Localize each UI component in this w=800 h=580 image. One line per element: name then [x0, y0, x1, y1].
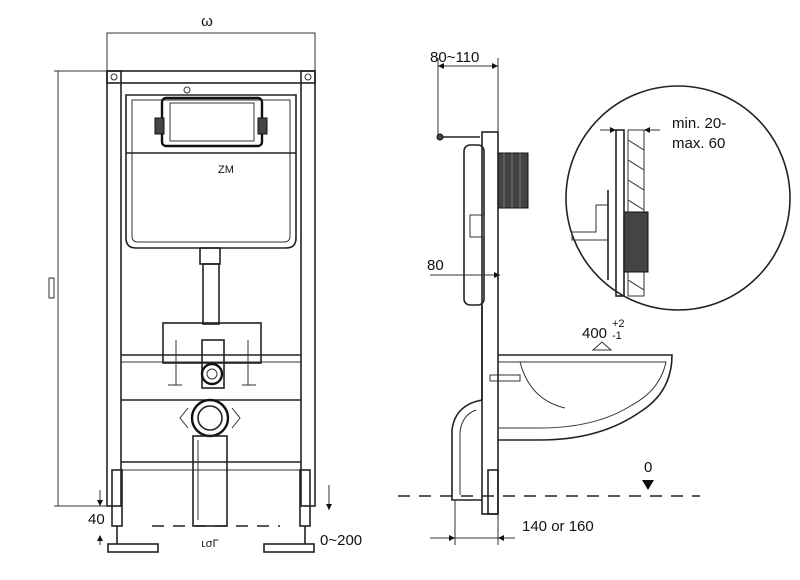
bottom-mark: ʟσΓ: [201, 538, 218, 550]
wall-depth-label: 80~110: [430, 49, 479, 66]
drain-tol-minus: -1: [612, 330, 622, 342]
detail-line2: max. 60: [672, 135, 725, 152]
drain-tol-plus: +2: [612, 318, 625, 330]
adjust-range-label: 0~200: [320, 532, 362, 549]
drain-height-label: 400: [582, 325, 607, 342]
front-view: ω ΖΜ: [48, 13, 362, 553]
side-view: 80~110 80 400 +2 -1 0: [398, 49, 700, 545]
wall-offset-label: 140 or 160: [522, 518, 594, 535]
top-width-label: ω: [201, 13, 213, 30]
frame-depth-label: 80: [427, 257, 444, 274]
detail-view: min. 20- max. 60: [565, 85, 791, 311]
floor-offset-label: 40: [88, 511, 105, 528]
cistern-logo: ΖΜ: [218, 164, 234, 176]
detail-line1: min. 20-: [672, 115, 726, 132]
floor-level-label: 0: [644, 459, 652, 476]
